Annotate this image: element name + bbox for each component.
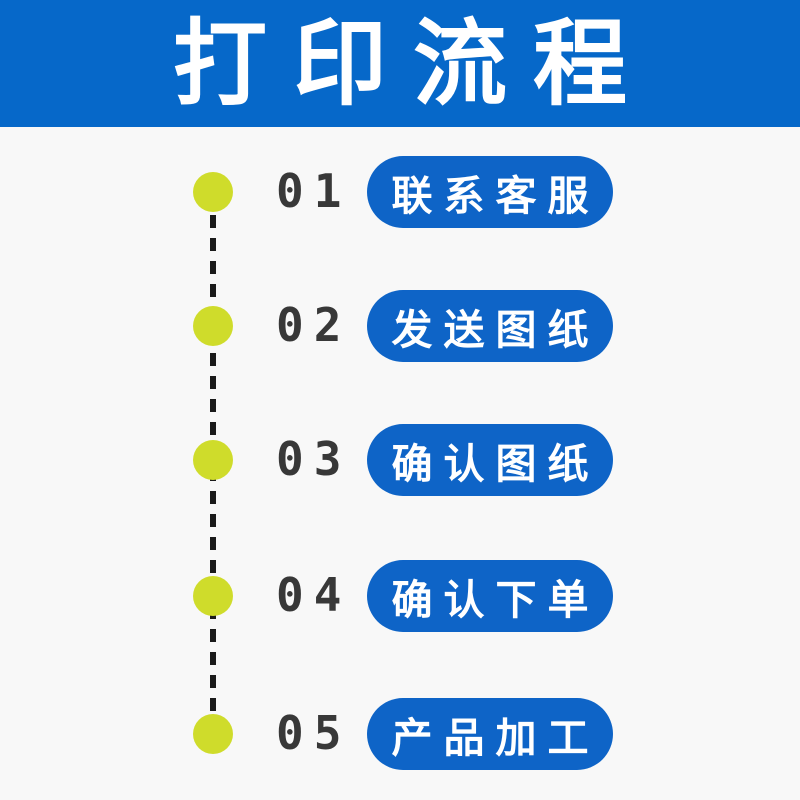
step-number: 02: [276, 298, 352, 353]
step-label-pill: 产品加工: [367, 698, 613, 770]
step-dot: [193, 714, 233, 754]
step-number: 05: [276, 706, 352, 761]
page-title: 打印流程: [172, 10, 653, 116]
step-number: 03: [276, 432, 352, 487]
step-dot: [193, 172, 233, 212]
step-label-pill: 确认图纸: [367, 424, 613, 496]
step-number: 01: [276, 164, 352, 219]
step-label-pill: 发送图纸: [367, 290, 613, 362]
step-dot: [193, 576, 233, 616]
step-label-pill: 确认下单: [367, 560, 613, 632]
step-label-pill: 联系客服: [367, 156, 613, 228]
step-number: 04: [276, 568, 352, 623]
header-banner: 打印流程: [0, 0, 800, 127]
step-dot: [193, 440, 233, 480]
step-dot: [193, 306, 233, 346]
